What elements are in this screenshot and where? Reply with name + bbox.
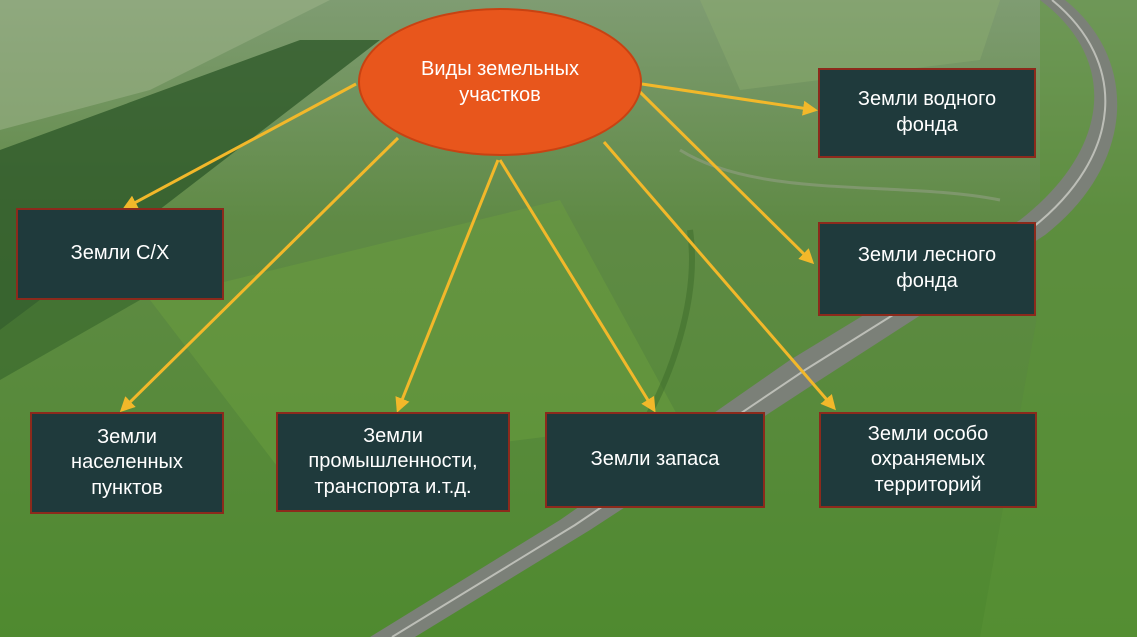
node-forest-fund-land: Земли лесного фонда	[818, 222, 1036, 316]
arrow-to-reserve	[498, 159, 656, 413]
arrow-to-forest	[638, 90, 815, 265]
node-reserve-land: Земли запаса	[545, 412, 765, 508]
arrow-to-agri	[122, 82, 357, 210]
arrow-to-water	[641, 82, 818, 116]
arrow-to-protected	[602, 141, 836, 411]
node-agricultural-land: Земли С/Х	[16, 208, 224, 300]
node-settlement-land: Земли населенных пунктов	[30, 412, 224, 514]
node-water-fund-land: Земли водного фонда	[818, 68, 1036, 158]
center-node-land-types: Виды земельных участков	[358, 8, 642, 156]
node-protected-territories-land: Земли особо охраняемых территорий	[819, 412, 1037, 508]
arrow-to-industry	[395, 159, 500, 413]
connector-arrows	[119, 82, 836, 413]
arrow-to-settlements	[119, 136, 400, 413]
node-industry-transport-land: Земли промышленности, транспорта и.т.д.	[276, 412, 510, 512]
